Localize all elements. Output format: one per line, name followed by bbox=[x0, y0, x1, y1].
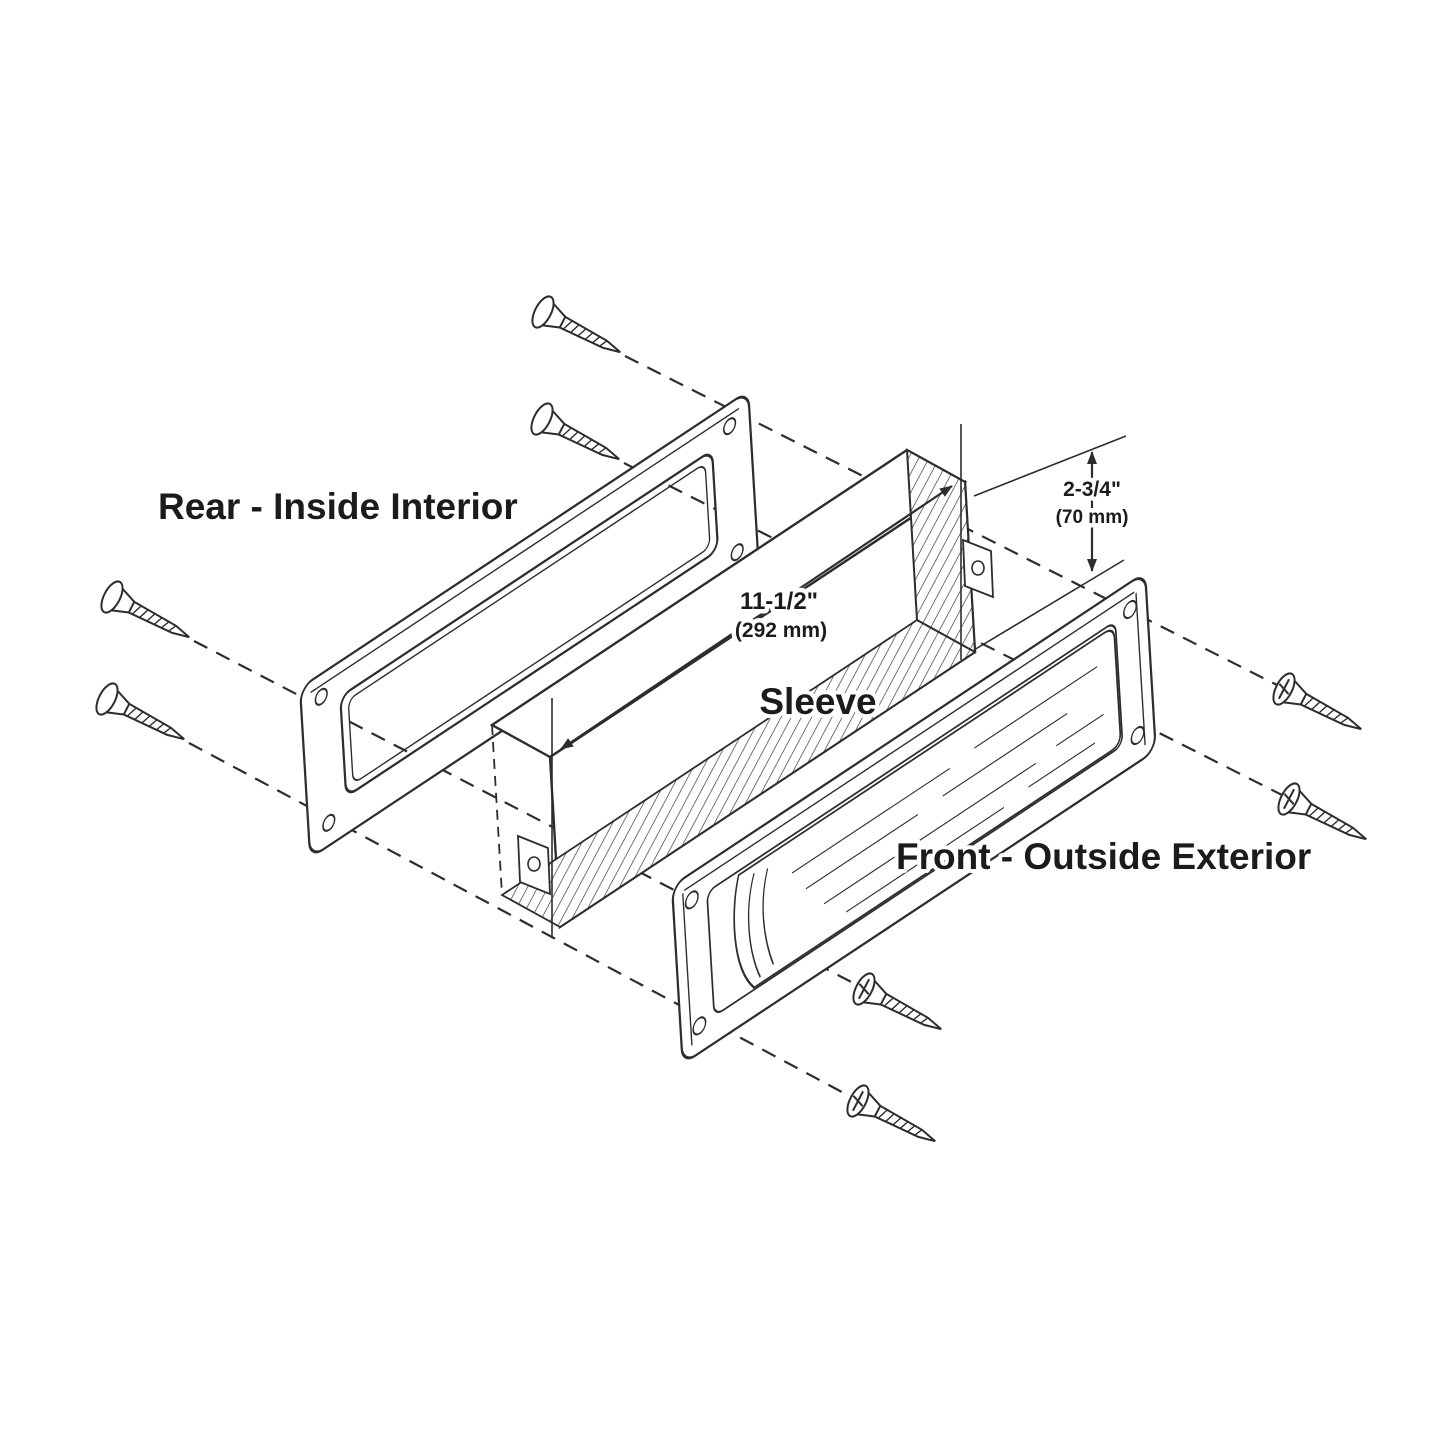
flap-streak-lines bbox=[792, 665, 1104, 913]
screw-hole bbox=[322, 813, 336, 832]
width-dimension-arrow bbox=[560, 485, 953, 750]
screw-hole bbox=[314, 687, 328, 706]
screw-right-1 bbox=[1269, 670, 1369, 744]
rear-plate-thickness-line bbox=[310, 407, 739, 694]
sleeve-hidden-edge bbox=[491, 724, 503, 896]
screw-hole bbox=[1123, 599, 1138, 620]
screw-hole bbox=[1130, 725, 1145, 746]
tab-hole bbox=[971, 560, 985, 576]
flap-curl-line bbox=[747, 873, 761, 978]
front-plate-thickness-right bbox=[1135, 592, 1146, 746]
rear-plate-label: Rear - Inside Interior bbox=[158, 486, 518, 527]
height-dimension-metric: (70 mm) bbox=[1056, 507, 1129, 528]
mail-flap bbox=[733, 629, 1122, 989]
screw-left-1 bbox=[96, 577, 199, 654]
height-dimension-inches: 2-3/4" bbox=[1063, 478, 1121, 501]
screw-top-2 bbox=[526, 399, 629, 476]
front-plate-screw-holes bbox=[684, 599, 1145, 1036]
height-dimension: 2-3/4" (70 mm) bbox=[973, 435, 1133, 651]
screw-left-2 bbox=[91, 679, 194, 756]
screw-top-1 bbox=[527, 292, 630, 369]
front-plate-label: Front - Outside Exterior bbox=[896, 836, 1311, 877]
guide-line-left-2 bbox=[188, 742, 856, 1100]
front-plate bbox=[671, 577, 1156, 1060]
screw-bottom-1 bbox=[849, 970, 949, 1044]
width-dimension: 11-1/2" (292 mm) bbox=[551, 424, 962, 938]
width-dimension-metric: (292 mm) bbox=[735, 619, 827, 642]
sleeve-mounting-tab-right bbox=[962, 538, 994, 599]
extension-line bbox=[973, 435, 1127, 497]
screw-hole bbox=[723, 417, 737, 436]
sleeve-mounting-tab-left bbox=[517, 834, 551, 896]
screw-hole bbox=[684, 890, 699, 910]
front-plate-thickness-left bbox=[682, 892, 693, 1046]
screw-hole bbox=[692, 1016, 707, 1036]
extension-line bbox=[973, 559, 1125, 651]
screw-bottom-2 bbox=[843, 1082, 943, 1156]
guide-line-top-1 bbox=[624, 355, 1282, 688]
sleeve-label: Sleeve bbox=[759, 681, 876, 722]
flap-curl-line bbox=[762, 868, 774, 966]
width-dimension-inches: 11-1/2" bbox=[740, 588, 818, 615]
tab-hole bbox=[527, 856, 541, 872]
